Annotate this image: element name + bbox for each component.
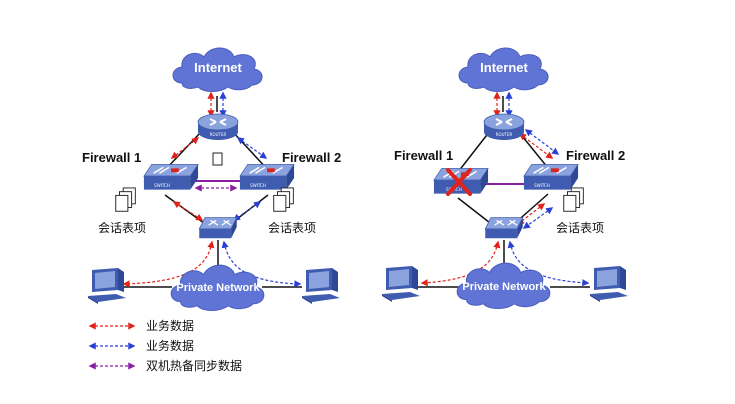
firewall2-label: Firewall 2 [566, 148, 625, 163]
internet-label: Internet [194, 60, 242, 75]
red-flow-pc-left [122, 240, 215, 288]
computer-icon [88, 268, 126, 304]
document-icon [212, 152, 223, 166]
firewall1-switch-text: SWITCH [154, 183, 170, 188]
switch-icon [198, 216, 238, 239]
legend-label-blue: 业务数据 [146, 338, 194, 353]
blue-flow-fw2-switch [232, 201, 262, 221]
firewall2-label: Firewall 2 [282, 150, 341, 165]
router-text: ROUTER [496, 132, 513, 137]
blue-flow-router-fw2 [524, 129, 560, 155]
computer-icon [382, 266, 420, 302]
link-router-fw2 [517, 130, 549, 169]
left-topology: Internet ROUTER SWITCH SWITCH Private Ne… [82, 47, 341, 311]
router-text: ROUTER [210, 132, 227, 137]
session-table-label: 会话表项 [98, 221, 146, 235]
red-flow-fw1-switch [172, 201, 204, 221]
red-flow-pc-left [420, 240, 501, 287]
private-network-label: Private Network [176, 282, 260, 294]
link-fw1-switch [457, 197, 495, 227]
link-router-fw1 [457, 130, 491, 173]
firewall-icon [143, 163, 199, 191]
document-stack-icon [563, 187, 584, 212]
firewall2-switch-text: SWITCH [534, 183, 550, 188]
blue-flow-fw2-switch [522, 207, 554, 229]
legend-label-purple: 双机热备同步数据 [146, 358, 242, 373]
computer-icon [590, 266, 628, 302]
blue-flow-pc-right [221, 240, 302, 288]
legend-label-red: 业务数据 [146, 318, 194, 333]
document-stack-icon [273, 187, 294, 212]
right-topology: Internet ROUTER SWITCH SWITCH Private Ne… [382, 47, 628, 309]
firewall-icon [523, 163, 579, 191]
firewall1-label: Firewall 1 [82, 150, 141, 165]
internet-label: Internet [480, 60, 528, 75]
document-stack-icon [115, 187, 136, 212]
blue-flow-router-fw2 [236, 137, 268, 159]
session-table-label: 会话表项 [556, 221, 604, 235]
private-network-label: Private Network [462, 281, 546, 293]
blue-flow-pc-right [507, 240, 590, 287]
computer-icon [302, 268, 340, 304]
switch-icon [484, 216, 524, 239]
session-table-label: 会话表项 [268, 221, 316, 235]
firewall-icon [239, 163, 295, 191]
legend: 业务数据 业务数据 双机热备同步数据 [88, 318, 242, 373]
firewall2-switch-text: SWITCH [250, 183, 266, 188]
red-flow-router-fw1 [170, 137, 200, 159]
firewall1-label: Firewall 1 [394, 148, 453, 163]
failure-x-icon [446, 168, 472, 196]
